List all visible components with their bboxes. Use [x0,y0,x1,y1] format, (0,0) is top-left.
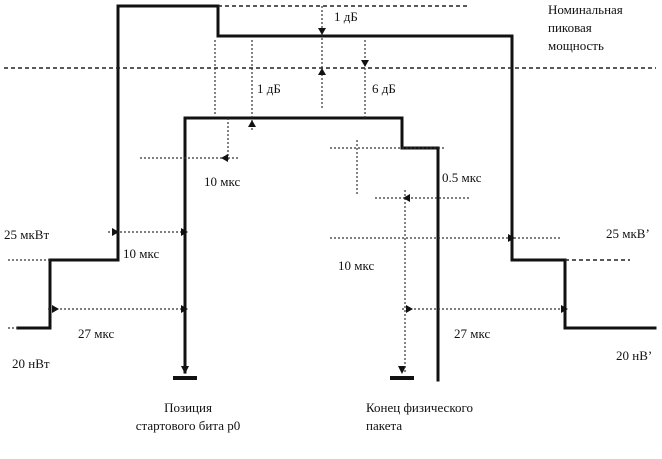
db1-inner-label: 1 дБ [257,81,281,96]
us05-label: 0.5 мкс [442,170,482,185]
nominal-power-label-line3: мощность [548,38,604,53]
uw25-left-label: 25 мкВт [4,227,49,242]
db1-top-arrow-up [318,68,326,75]
uw25-right-label: 25 мкВ’ [606,226,650,241]
packet-end-label-line2: пакета [366,418,402,433]
us27-right-label: 27 мкс [454,326,490,341]
us10-left-label: 10 мкс [123,246,159,261]
timing-10us-left-arrow-b [181,228,188,236]
packet-end-arrow [398,366,406,374]
timing-27us-left-arrow-b [181,305,188,313]
timing-05us-arrow [403,194,410,202]
outer-mask-line [16,4,657,330]
packet-end-label-line1: Конец физического [366,400,473,415]
timing-10us-left-arrow-a [112,228,119,236]
us10-right-label: 10 мкс [338,258,374,273]
us10-upper-label: 10 мкс [204,174,240,189]
db1-top-label: 1 дБ [334,9,358,24]
db1-top-arrow-down [318,28,326,35]
db1-inner-arrow-up [248,120,256,127]
timing-27us-left-arrow-a [52,305,59,313]
db6-arrow-down [361,60,369,67]
timing-10us-upper-arrow [221,154,228,162]
nw20-right-label: 20 нВ’ [616,348,652,363]
timing-27us-right-arrow-b [561,305,568,313]
nw20-left-label: 20 нВт [12,356,50,371]
db6-label: 6 дБ [372,81,396,96]
start-bit-label-line1: Позиция [164,400,212,415]
inner-pulse-line [183,116,440,382]
nominal-power-label-line2: пиковая [548,20,592,35]
start-bit-label-line2: стартового бита p0 [136,418,240,433]
start-bit-arrow [181,366,189,374]
timing-10us-right-arrow [508,234,515,242]
timing-27us-right-arrow-a [406,305,413,313]
us27-left-label: 27 мкс [78,326,114,341]
nominal-power-label-line1: Номинальная [548,2,623,17]
